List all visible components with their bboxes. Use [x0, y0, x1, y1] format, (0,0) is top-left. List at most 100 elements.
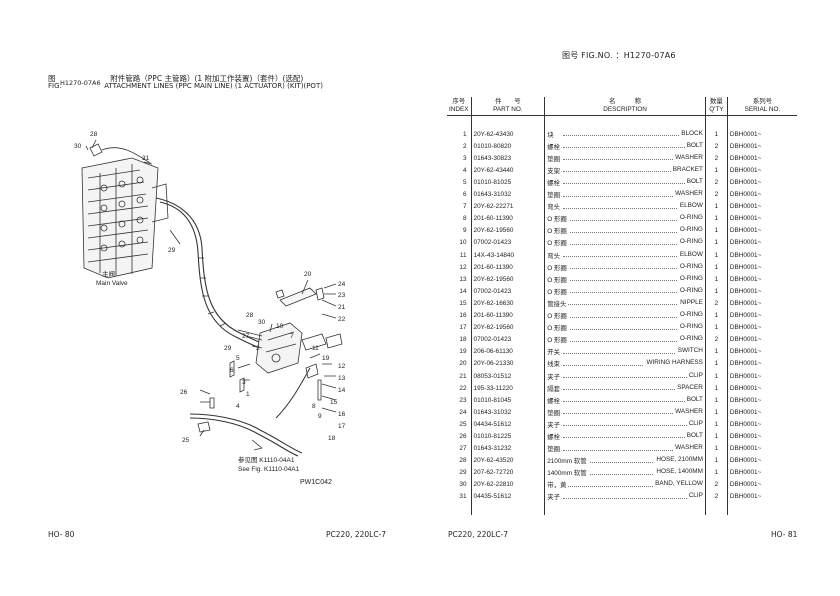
- row-serial-no: DBH0001~: [726, 490, 797, 503]
- row-serial-no: DBH0001~: [726, 478, 797, 491]
- row-index: 17: [459, 324, 467, 332]
- row-description-en: ELBOW: [677, 250, 703, 258]
- row-description-en: SWITCH: [675, 347, 703, 355]
- row-description-en: O-RING: [677, 335, 703, 343]
- row-serial-no: DBH0001~: [726, 333, 797, 346]
- row-description-cn: O 形圈: [547, 288, 569, 296]
- callout-15: 15: [330, 399, 338, 406]
- drawing-code: PW1C042: [300, 479, 332, 486]
- fig-prefix-cn: 图: [48, 74, 56, 83]
- callout-22: 22: [338, 316, 346, 323]
- row-description-cn: 螺栓: [547, 180, 562, 188]
- row-part-no: 20Y-62-43440: [470, 164, 545, 177]
- footer-left-page: HO- 80: [48, 530, 75, 539]
- row-description-cn: 垫圈: [547, 155, 562, 163]
- row-part-no: 04434-51612: [470, 418, 545, 431]
- row-description-cn: 线束: [547, 361, 562, 369]
- row-index: 4: [462, 166, 467, 174]
- callout-30b: 30: [258, 319, 266, 326]
- row-qty: 1: [704, 164, 728, 177]
- row-index: 6: [462, 191, 467, 199]
- row-description-en: WASHER: [673, 444, 703, 452]
- row-qty: 1: [704, 200, 728, 213]
- figure-title-en: FIG. ATTACHMENT LINES (PPC MAIN LINE) (1…: [48, 82, 323, 90]
- callout-24: 24: [338, 281, 346, 288]
- row-description-cn: 螺栓: [547, 143, 562, 151]
- callout-10: 10: [276, 323, 284, 330]
- row-qty: 1: [704, 406, 728, 419]
- title-cn-text: 附件管路（PPC 主管路）(1 附加工作装置)（套件）(选配): [110, 74, 304, 83]
- row-description-en: BOLT: [684, 141, 703, 149]
- row-description-en: O-RING: [677, 238, 703, 246]
- callout-18: 18: [328, 435, 336, 442]
- row-description-en: CLIP: [686, 371, 703, 379]
- row-qty: 2: [704, 297, 728, 310]
- row-serial-no: DBH0001~: [726, 345, 797, 358]
- row-serial-no: DBH0001~: [726, 285, 797, 298]
- main-valve-label-en: Main Valve: [96, 280, 128, 287]
- callout-1: 1: [246, 391, 250, 398]
- row-index: 5: [462, 179, 467, 187]
- row-qty: 1: [704, 394, 728, 407]
- callout-23: 23: [338, 292, 346, 299]
- row-description: O 形圈 O-RING: [544, 285, 706, 298]
- row-description-en: BRACKET: [670, 165, 703, 173]
- row-qty: 1: [704, 382, 728, 395]
- row-description-en: O-RING: [677, 286, 703, 294]
- callout-25: 25: [182, 437, 190, 444]
- row-description-cn: 夹子: [547, 421, 562, 429]
- footer-left-model: PC220, 220LC-7: [326, 530, 387, 539]
- callout-28: 28: [90, 131, 98, 138]
- row-description-cn: 弯头: [547, 204, 562, 212]
- row-part-no: 201-60-11390: [470, 309, 545, 322]
- row-qty: 2: [704, 188, 728, 201]
- row-description-en: CLIP: [686, 492, 703, 500]
- row-serial-no: DBH0001~: [726, 297, 797, 310]
- row-description-cn: 夹子: [547, 494, 562, 502]
- row-qty: 1: [704, 285, 728, 298]
- figure-code: H1270-07A6: [60, 79, 101, 87]
- row-qty: 1: [704, 454, 728, 467]
- row-description-en: O-RING: [677, 323, 703, 331]
- row-index: 29: [459, 469, 467, 477]
- row-serial-no: DBH0001~: [726, 128, 797, 141]
- row-index: 15: [459, 299, 467, 307]
- row-part-no: 01643-31032: [470, 406, 545, 419]
- row-index: 27: [459, 445, 467, 453]
- row-index: 24: [459, 408, 467, 416]
- row-serial-no: DBH0001~: [726, 442, 797, 455]
- row-qty: 2: [704, 490, 728, 503]
- row-serial-no: DBH0001~: [726, 430, 797, 443]
- row-index: 8: [462, 215, 467, 223]
- row-qty: 2: [704, 176, 728, 189]
- row-qty: 1: [704, 345, 728, 358]
- row-index: 16: [459, 312, 467, 320]
- callout-19: 19: [322, 355, 330, 362]
